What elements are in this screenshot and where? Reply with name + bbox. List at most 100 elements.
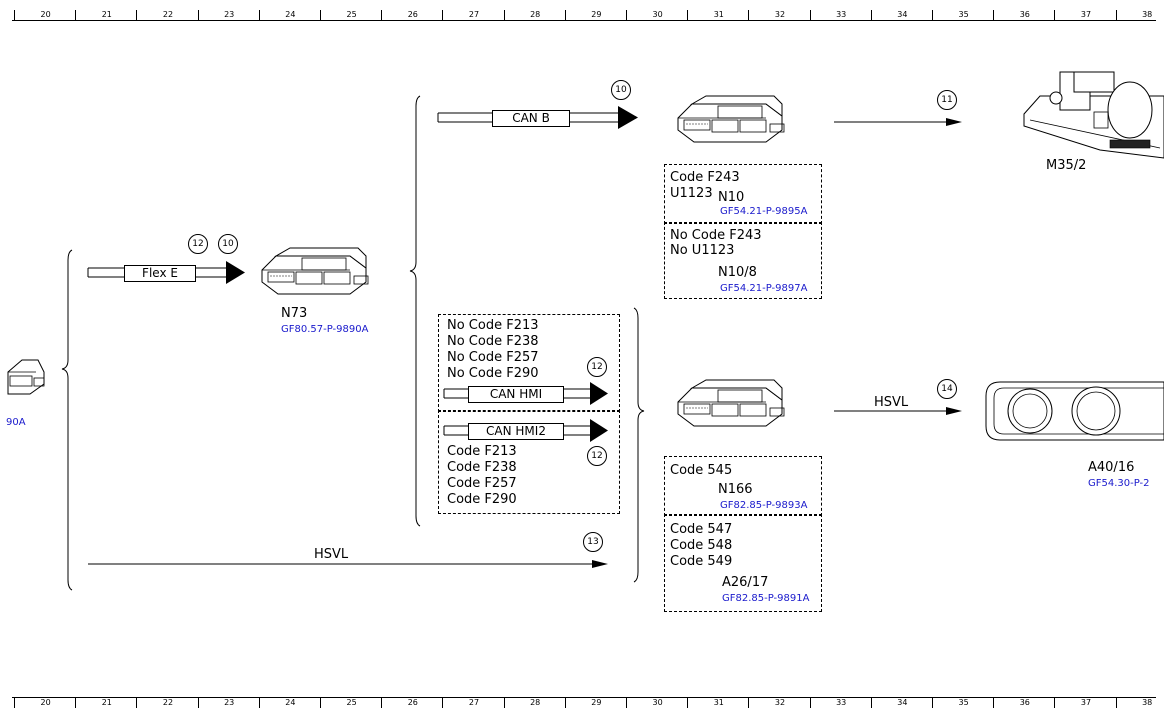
ruler-cell-29: 29 — [564, 698, 627, 708]
a40-16-cluster — [985, 381, 1164, 441]
ruler-cell-25: 25 — [320, 10, 382, 20]
ruler-cell-36: 36 — [993, 698, 1055, 708]
n166-code: Code 545 — [670, 463, 733, 478]
n166-variant-box-lower — [664, 514, 822, 612]
hmi-upper-code: No Code F238 — [447, 334, 539, 349]
ruler-cell-32: 32 — [748, 698, 810, 708]
ruler-cell-20: 20 — [14, 10, 76, 20]
callout-10-canb: 10 — [611, 80, 631, 100]
can-hmi2-arrowhead — [590, 419, 608, 442]
left-bracket — [61, 249, 73, 591]
ruler-cell-27: 27 — [442, 698, 504, 708]
ruler-cell-22: 22 — [136, 10, 198, 20]
ruler-cell-35: 35 — [932, 698, 994, 708]
n10-variant-box-lower — [664, 222, 822, 299]
ruler-cell-32: 32 — [748, 10, 810, 20]
n10-module — [677, 95, 785, 143]
hsvl-bottom-label: HSVL — [314, 547, 349, 562]
a26-17-name: A26/17 — [722, 575, 769, 590]
right-bracket — [633, 307, 645, 583]
hmi-upper-code: No Code F257 — [447, 350, 539, 365]
m35-2-device — [1023, 71, 1164, 159]
ruler-cell-27: 27 — [442, 10, 504, 20]
ruler-cell-30: 30 — [626, 10, 688, 20]
hmi-lower-code: Code F257 — [447, 476, 517, 491]
n166-ref: GF82.85-P-9893A — [720, 500, 808, 511]
ruler-cell-35: 35 — [932, 10, 994, 20]
flex-e-arrowhead — [226, 261, 245, 284]
a26-17-code: Code 547 — [670, 522, 733, 537]
callout-14: 14 — [937, 379, 957, 399]
ruler-cell-38: 38 — [1115, 10, 1164, 20]
hmi-upper-code: No Code F213 — [447, 318, 539, 333]
hmi-upper-code: No Code F290 — [447, 366, 539, 381]
n166-module — [677, 379, 785, 427]
a26-17-code: Code 548 — [670, 538, 733, 553]
n10-8-name: N10/8 — [718, 265, 757, 280]
a26-17-codes: Code 547 Code 548 Code 549 — [670, 522, 732, 570]
callout-12-hmi2: 12 — [587, 446, 607, 466]
ruler-cell-37: 37 — [1054, 10, 1116, 20]
ruler-cell-20: 20 — [14, 698, 76, 708]
can-hmi-label: CAN HMI — [468, 386, 564, 403]
n73-module — [261, 247, 369, 295]
ruler-cell-22: 22 — [136, 698, 198, 708]
ruler-cell-23: 23 — [197, 10, 260, 20]
a40-16-name: A40/16 — [1088, 460, 1135, 475]
ruler-cell-23: 23 — [197, 698, 260, 708]
ruler-cell-26: 26 — [381, 10, 443, 20]
can-hmi2-label: CAN HMI2 — [468, 423, 564, 440]
n10-name: N10 — [718, 190, 745, 205]
ruler-cell-31: 31 — [687, 698, 749, 708]
ruler-cell-26: 26 — [381, 698, 443, 708]
ruler-cell-30: 30 — [626, 698, 688, 708]
n166-variant-box-upper — [664, 456, 822, 516]
n10-upper-code-1: Code F243 — [670, 170, 740, 185]
middle-bracket — [409, 95, 421, 527]
ruler-cell-36: 36 — [993, 10, 1055, 20]
hmi-variant-box-upper — [438, 314, 620, 412]
n10-variant-box-upper — [664, 164, 822, 224]
ruler-cell-34: 34 — [870, 698, 933, 708]
left-partial-module — [7, 359, 45, 395]
callout-10-flex: 10 — [218, 234, 238, 254]
ruler-cell-24: 24 — [258, 698, 321, 708]
n10-ref: GF54.21-P-9895A — [720, 206, 808, 217]
n10-upper-code-2: U1123 — [670, 186, 713, 201]
flex-e-label: Flex E — [124, 265, 196, 282]
ruler-cell-21: 21 — [75, 10, 137, 20]
hmi-lower-code: Code F238 — [447, 460, 517, 475]
ruler-cell-37: 37 — [1054, 698, 1116, 708]
hsvl-right-label: HSVL — [874, 395, 909, 410]
n10-8-ref: GF54.21-P-9897A — [720, 283, 808, 294]
a40-16-ref: GF54.30-P-2 — [1088, 478, 1150, 489]
can-b-label: CAN B — [492, 110, 570, 127]
can-hmi-arrowhead — [590, 382, 608, 405]
a26-17-ref: GF82.85-P-9891A — [722, 593, 810, 604]
a26-17-code: Code 549 — [670, 554, 733, 569]
ruler-cell-28: 28 — [503, 698, 566, 708]
hmi-lower-code: Code F213 — [447, 444, 517, 459]
n73-name: N73 — [281, 306, 308, 321]
n10-lower-code-1: No Code F243 — [670, 228, 762, 243]
left-component-ref: 90A — [6, 417, 26, 428]
can-b-arrowhead — [618, 106, 638, 129]
ruler-cell-25: 25 — [320, 698, 382, 708]
hmi-variant-box-lower — [438, 410, 620, 514]
ruler-cell-33: 33 — [809, 698, 872, 708]
callout-11: 11 — [937, 90, 957, 110]
ruler-cell-29: 29 — [564, 10, 627, 20]
callout-13: 13 — [583, 532, 603, 552]
hmi-upper-codes: No Code F213 No Code F238 No Code F257 N… — [447, 318, 539, 382]
ruler-cell-31: 31 — [687, 10, 749, 20]
ruler-cell-33: 33 — [809, 10, 872, 20]
callout-12-hmi: 12 — [587, 357, 607, 377]
m35-2-name: M35/2 — [1046, 158, 1087, 173]
ruler-cell-34: 34 — [870, 10, 933, 20]
callout-12-flex: 12 — [188, 234, 208, 254]
ruler-cell-38: 38 — [1115, 698, 1164, 708]
ruler-cell-24: 24 — [258, 10, 321, 20]
